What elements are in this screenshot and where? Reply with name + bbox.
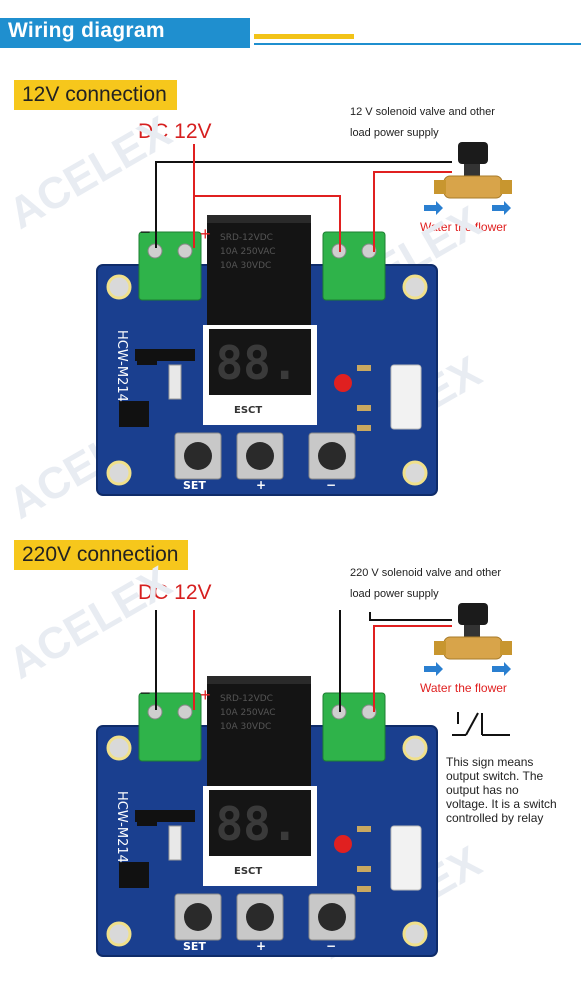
valve-note-line-2: load power supply <box>350 588 439 600</box>
button-label-set: SET <box>183 479 206 492</box>
solenoid-valve-icon <box>433 141 513 199</box>
valve-caption: Water the flower <box>420 220 507 234</box>
svg-text:ACELEX: ACELEX <box>1 107 180 239</box>
board-model-label: HCW-M214 <box>114 791 129 863</box>
section-label-220v: 220V connection <box>14 540 189 570</box>
minus-terminal-label: − <box>140 683 151 703</box>
button-label-minus: − <box>326 939 336 953</box>
chip-marking: ESCT <box>234 866 262 877</box>
solenoid-valve-icon <box>433 602 513 660</box>
chip-marking: ESCT <box>234 405 262 416</box>
relay-marking: 10A 30VDC <box>220 261 271 271</box>
switch-explanation-line: output has no <box>446 783 519 797</box>
valve-caption: Water the flower <box>420 681 507 695</box>
page-title: Wiring diagram <box>8 19 165 42</box>
flow-arrow-icon <box>424 662 511 676</box>
button-label-plus: + <box>256 478 266 492</box>
board-220v <box>95 674 439 958</box>
relay-marking: 10A 250VAC <box>220 708 276 718</box>
wires-12v <box>155 144 452 252</box>
switch-explanation-line: controlled by relay <box>446 811 544 825</box>
switch-explanation: This sign means output switch. The outpu… <box>446 755 557 825</box>
relay-marking: SRD-12VDC <box>220 233 273 243</box>
relay-marking: 10A 250VAC <box>220 247 276 257</box>
switch-symbol-icon <box>452 712 510 736</box>
header-accent-yellow <box>254 34 354 39</box>
minus-terminal-label: − <box>140 222 151 242</box>
button-label-plus: + <box>256 939 266 953</box>
switch-explanation-line: voltage. It is a switch <box>446 797 557 811</box>
dc-12v-label: DC 12V <box>138 581 212 604</box>
plus-terminal-label: + <box>200 224 211 244</box>
valve-note-line-1: 12 V solenoid valve and other <box>350 106 495 118</box>
header-bar <box>0 18 250 48</box>
svg-text:ACELEX: ACELEX <box>1 557 180 689</box>
flow-arrow-icon <box>424 201 511 215</box>
button-label-minus: − <box>326 478 336 492</box>
switch-explanation-line: This sign means <box>446 755 534 769</box>
button-label-set: SET <box>183 940 206 953</box>
section-label-12v: 12V connection <box>14 80 177 110</box>
relay-marking: 10A 30VDC <box>220 722 271 732</box>
dc-12v-label: DC 12V <box>138 120 212 143</box>
header-rule <box>254 43 581 45</box>
relay-marking: SRD-12VDC <box>220 694 273 704</box>
valve-note-line-1: 220 V solenoid valve and other <box>350 567 502 579</box>
plus-terminal-label: + <box>200 685 211 705</box>
board-model-label: HCW-M214 <box>114 330 129 402</box>
wires-220v <box>155 610 452 712</box>
switch-explanation-line: output switch. The <box>446 769 544 783</box>
valve-note-line-2: load power supply <box>350 127 439 139</box>
